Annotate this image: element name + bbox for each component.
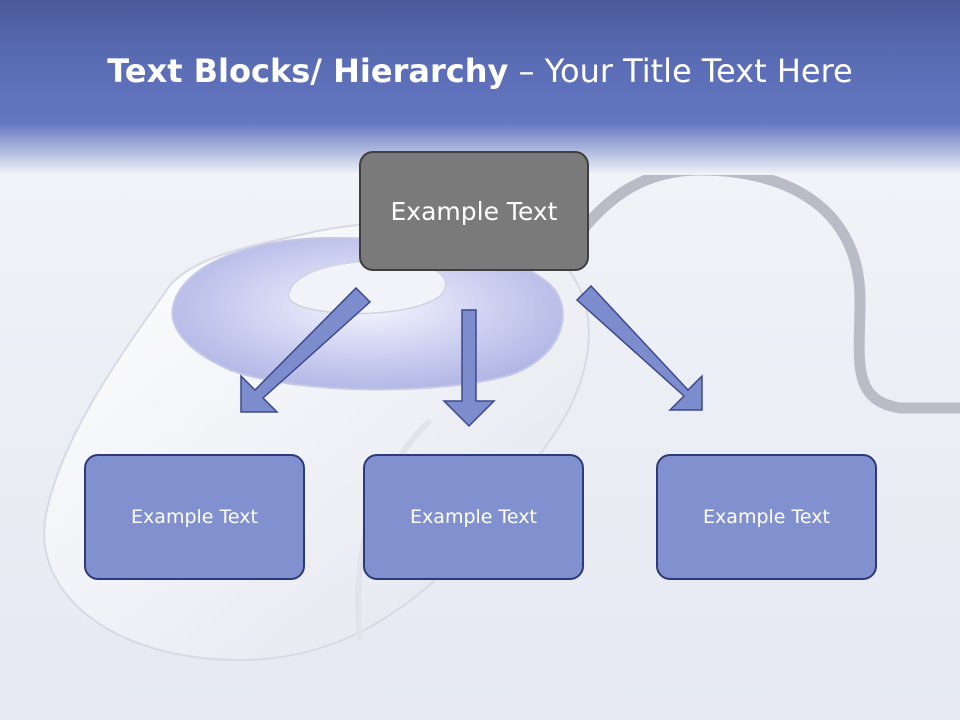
arrow-center [442, 309, 496, 428]
child-text-box-1[interactable]: Example Text [84, 454, 305, 580]
header-band [0, 0, 960, 175]
page-title: Text Blocks/ Hierarchy – Your Title Text… [0, 52, 960, 90]
child-text-label: Example Text [131, 506, 258, 528]
title-bold-part: Text Blocks/ Hierarchy [107, 52, 509, 90]
child-text-box-2[interactable]: Example Text [363, 454, 584, 580]
title-rest-part: Your Title Text Here [544, 52, 853, 90]
arrow-right [575, 284, 703, 411]
arrow-left [240, 286, 372, 413]
child-text-box-3[interactable]: Example Text [656, 454, 877, 580]
child-text-label: Example Text [703, 506, 830, 528]
root-text-box[interactable]: Example Text [359, 151, 589, 271]
title-separator: – [508, 52, 545, 90]
child-text-label: Example Text [410, 506, 537, 528]
root-text-label: Example Text [390, 196, 558, 226]
